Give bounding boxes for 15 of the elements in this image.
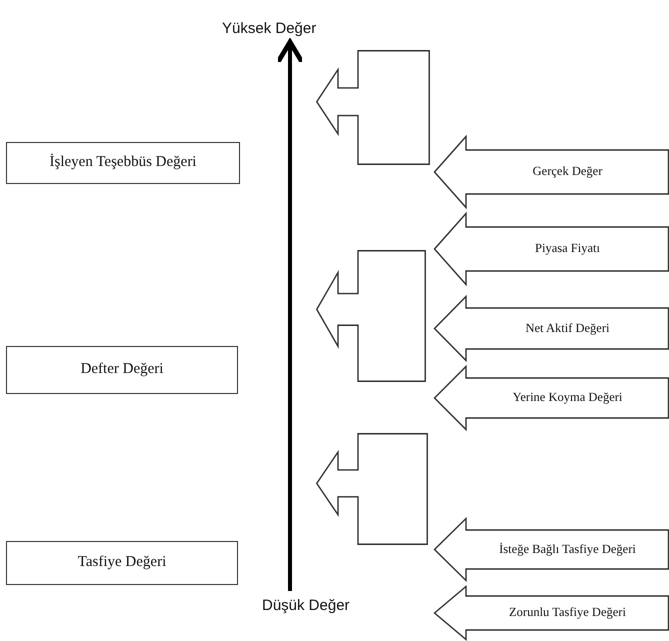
axis-label: Yüksek Değer xyxy=(222,20,316,37)
value-box xyxy=(6,142,240,184)
axis-label: Düşük Değer xyxy=(262,597,350,614)
arrow-text: Piyasa Fiyatı xyxy=(534,241,601,256)
arrow-text: Yerine Koyma Değeri xyxy=(512,390,624,405)
value-box xyxy=(6,541,238,585)
arrow-text: Net Aktif Değeri xyxy=(524,320,610,336)
box-text: Tasfiye Değeri xyxy=(76,554,168,571)
arrow-text: Zorunlu Tasfiye Değeri xyxy=(508,605,627,620)
value-box xyxy=(6,346,238,394)
box-text: Defter Değeri xyxy=(80,361,164,378)
arrow-text: Gerçek Değer xyxy=(532,164,604,179)
arrow xyxy=(276,40,304,591)
arrow-text: İsteğe Bağlı Tasfiye Değeri xyxy=(498,542,637,556)
box-text: İşleyen Teşebbüs Değeri xyxy=(48,154,198,171)
